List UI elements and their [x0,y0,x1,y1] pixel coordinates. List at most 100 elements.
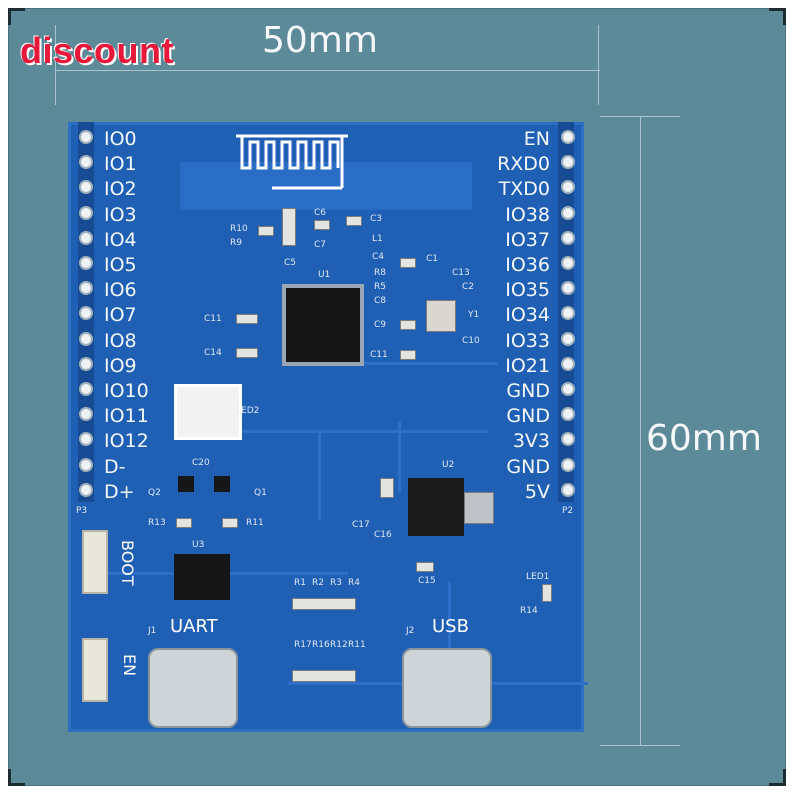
label-r14: R14 [520,606,538,616]
left-header-pin [81,409,91,420]
label-r11: R11 [348,640,366,650]
right-pin-label: 3V3 [512,430,550,453]
label-boot: BOOT [118,540,137,586]
label-c14: C14 [204,348,222,358]
right-header-pin [563,232,573,243]
left-pin-label: IO3 [104,203,137,226]
capacitor-c16 [380,478,394,498]
frame-corner-br [769,769,786,786]
right-header-pin [563,283,573,294]
right-pin-label: IO38 [505,203,550,226]
trace [448,582,451,712]
left-header-pin [81,283,91,294]
width-dimension-tick-left [55,25,56,105]
right-header-pin [563,207,573,218]
right-header-pin [563,358,573,369]
left-pin-label: IO11 [104,405,149,428]
resistor-r10 [258,226,274,236]
resistor-array-bottom [292,670,356,682]
width-dimension-tick-right [598,25,599,105]
capacitor-c5 [282,208,296,246]
right-pin-label: 5V [524,480,550,503]
left-pin-label: IO8 [104,329,137,352]
usb-uart-chip-u3 [174,554,230,600]
right-header-pin [563,459,573,470]
label-r17: R17 [294,640,312,650]
right-pin-label: IO34 [505,304,550,327]
regulator-tab [464,492,494,524]
boot-button[interactable] [82,530,108,594]
label-r13: R11 [246,518,264,528]
right-header-pin [563,434,573,445]
label-u2: U2 [442,460,455,470]
right-pin-label: GND [506,455,550,478]
right-pin-label: IO37 [505,228,550,251]
label-c6: C6 [314,208,327,218]
left-pin-label: IO0 [104,128,137,150]
uart-usb-c-port[interactable] [148,648,238,728]
right-pin-label: GND [506,380,550,402]
right-header-pin [563,182,573,193]
left-header-pin [81,333,91,344]
label-c2: C2 [462,282,475,292]
usb-c-port[interactable] [402,648,492,728]
right-header-pin [563,333,573,344]
right-pin-label: EN [523,128,550,150]
label-j2: J2 [406,626,415,636]
height-dimension-line [640,116,641,746]
left-header-pin [81,434,91,445]
regulator-u2 [408,478,464,536]
rgb-led2 [174,384,242,440]
label-c12: C11 [204,314,222,324]
trace [398,422,401,492]
label-c20: C20 [192,458,210,468]
label-c10: C10 [462,336,480,346]
esp32-chip-u1 [286,288,360,362]
right-pin-label: IO36 [505,254,550,276]
left-pin-label: IO4 [104,228,137,251]
antenna-keepout [180,162,472,210]
height-dimension-tick-bottom [600,745,680,746]
left-header-pin [81,459,91,470]
right-header-pin [563,308,573,319]
label-r12: R12 [330,640,348,650]
label-led2: LED2 [236,406,260,416]
label-r15: R13 [148,518,166,528]
label-c3: C3 [370,214,383,224]
label-c9: C9 [374,320,387,330]
width-dimension-line [55,70,600,71]
label-c16: C16 [374,530,392,540]
frame-corner-bl [8,769,25,786]
transistor-q1 [214,476,230,492]
resistor-r13 [222,518,238,528]
label-c15: C15 [418,576,436,586]
height-dimension-label: 60mm [646,418,762,459]
label-l1: L1 [372,234,383,244]
capacitor-c6 [314,220,330,230]
left-header-pin [81,157,91,168]
label-c17: C17 [352,520,370,530]
label-r8: R8 [374,268,386,278]
label-r16: R16 [312,640,330,650]
left-pin-label: IO10 [104,380,149,402]
discount-badge: discount [20,30,174,71]
label-u3: U3 [192,540,205,550]
left-pin-label: D- [104,455,126,478]
transistor-q2 [178,476,194,492]
left-header-pin [81,308,91,319]
capacitor-c15 [416,562,434,572]
height-dimension-tick-top [600,116,680,117]
left-header-pin [81,384,91,394]
label-r1: R1 [294,578,306,588]
en-button[interactable] [82,638,108,702]
capacitor-c3 [346,216,362,226]
left-header-pin [81,358,91,369]
capacitor-c11 [400,350,416,360]
right-header-pin [563,157,573,168]
right-header-pin [563,484,573,495]
label-usb: USB [432,616,469,637]
label-r10: R10 [230,224,248,234]
resistor-array-top [292,598,356,610]
label-r9: R9 [230,238,242,248]
trace [188,430,488,433]
